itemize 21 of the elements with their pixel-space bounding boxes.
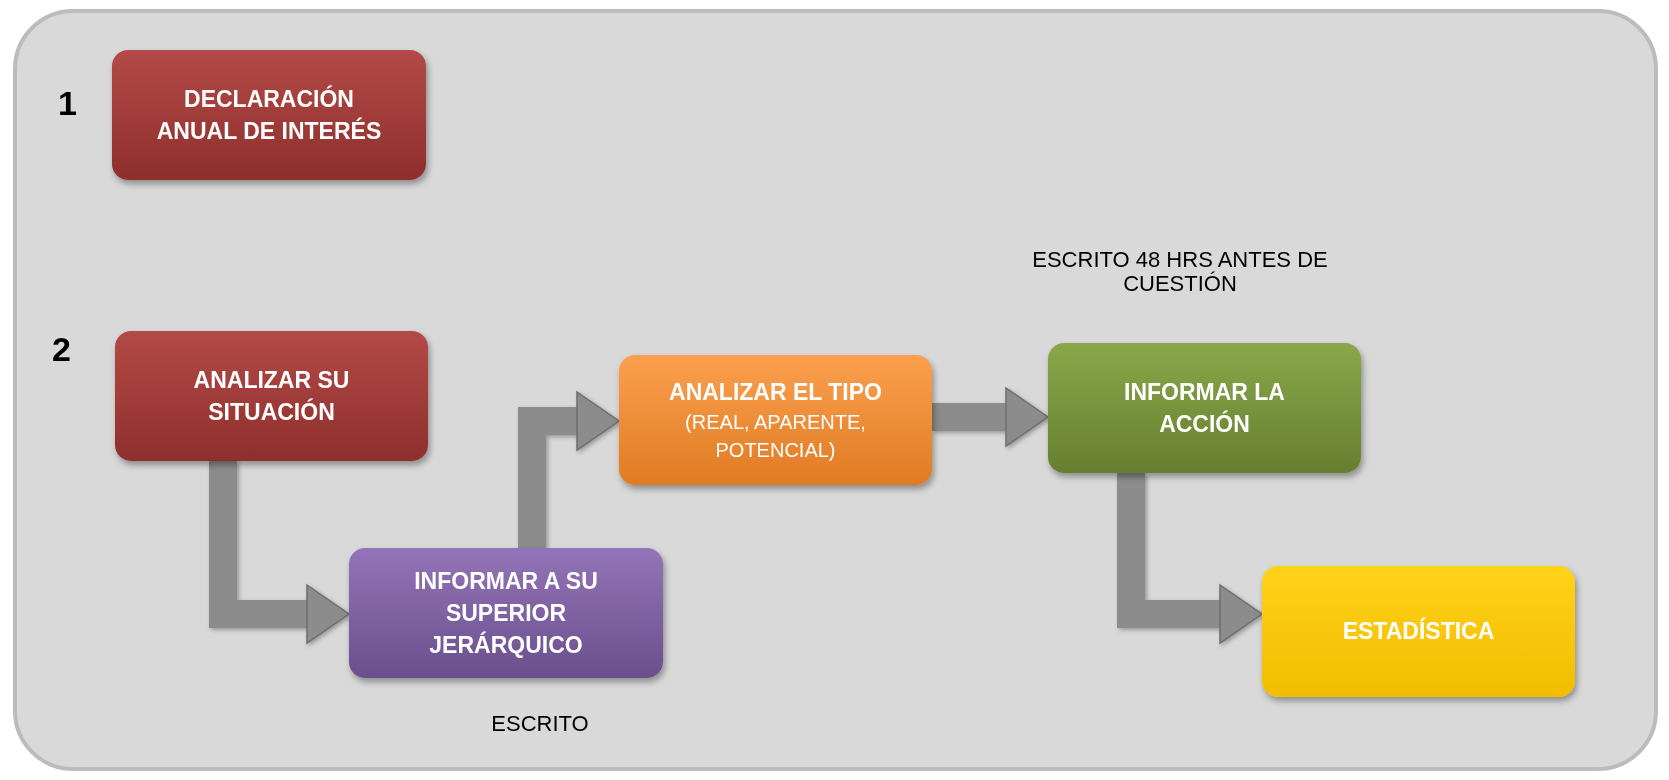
box-title: ESTADÍSTICA xyxy=(1342,616,1495,647)
note-text: ESCRITO 48 HRS ANTES DE CUESTIÓN xyxy=(1031,248,1329,297)
box-title: DECLARACIÓN ANUAL DE INTERÉS xyxy=(155,84,383,146)
note-text: ESCRITO xyxy=(490,712,590,737)
process-box xyxy=(349,548,663,678)
process-box xyxy=(112,50,426,180)
block-arrow xyxy=(932,387,1049,447)
box-title: INFORMAR LA ACCIÓN xyxy=(1123,377,1286,439)
process-box xyxy=(1048,343,1361,473)
box-title: ANALIZAR EL TIPO xyxy=(669,377,882,407)
process-box xyxy=(619,355,932,485)
step-number: 1 xyxy=(58,84,77,123)
box-title: INFORMAR A SU SUPERIOR JERÁRQUICO xyxy=(413,566,599,661)
block-arrow xyxy=(209,461,350,644)
box-title: ANALIZAR SU SITUACIÓN xyxy=(192,365,351,427)
block-arrow xyxy=(518,391,620,548)
process-box xyxy=(115,331,428,461)
step-number: 2 xyxy=(52,330,71,369)
process-box xyxy=(1262,566,1575,697)
box-subtitle: (REAL, APARENTE, POTENCIAL) xyxy=(684,410,867,464)
block-arrow xyxy=(1117,473,1263,644)
